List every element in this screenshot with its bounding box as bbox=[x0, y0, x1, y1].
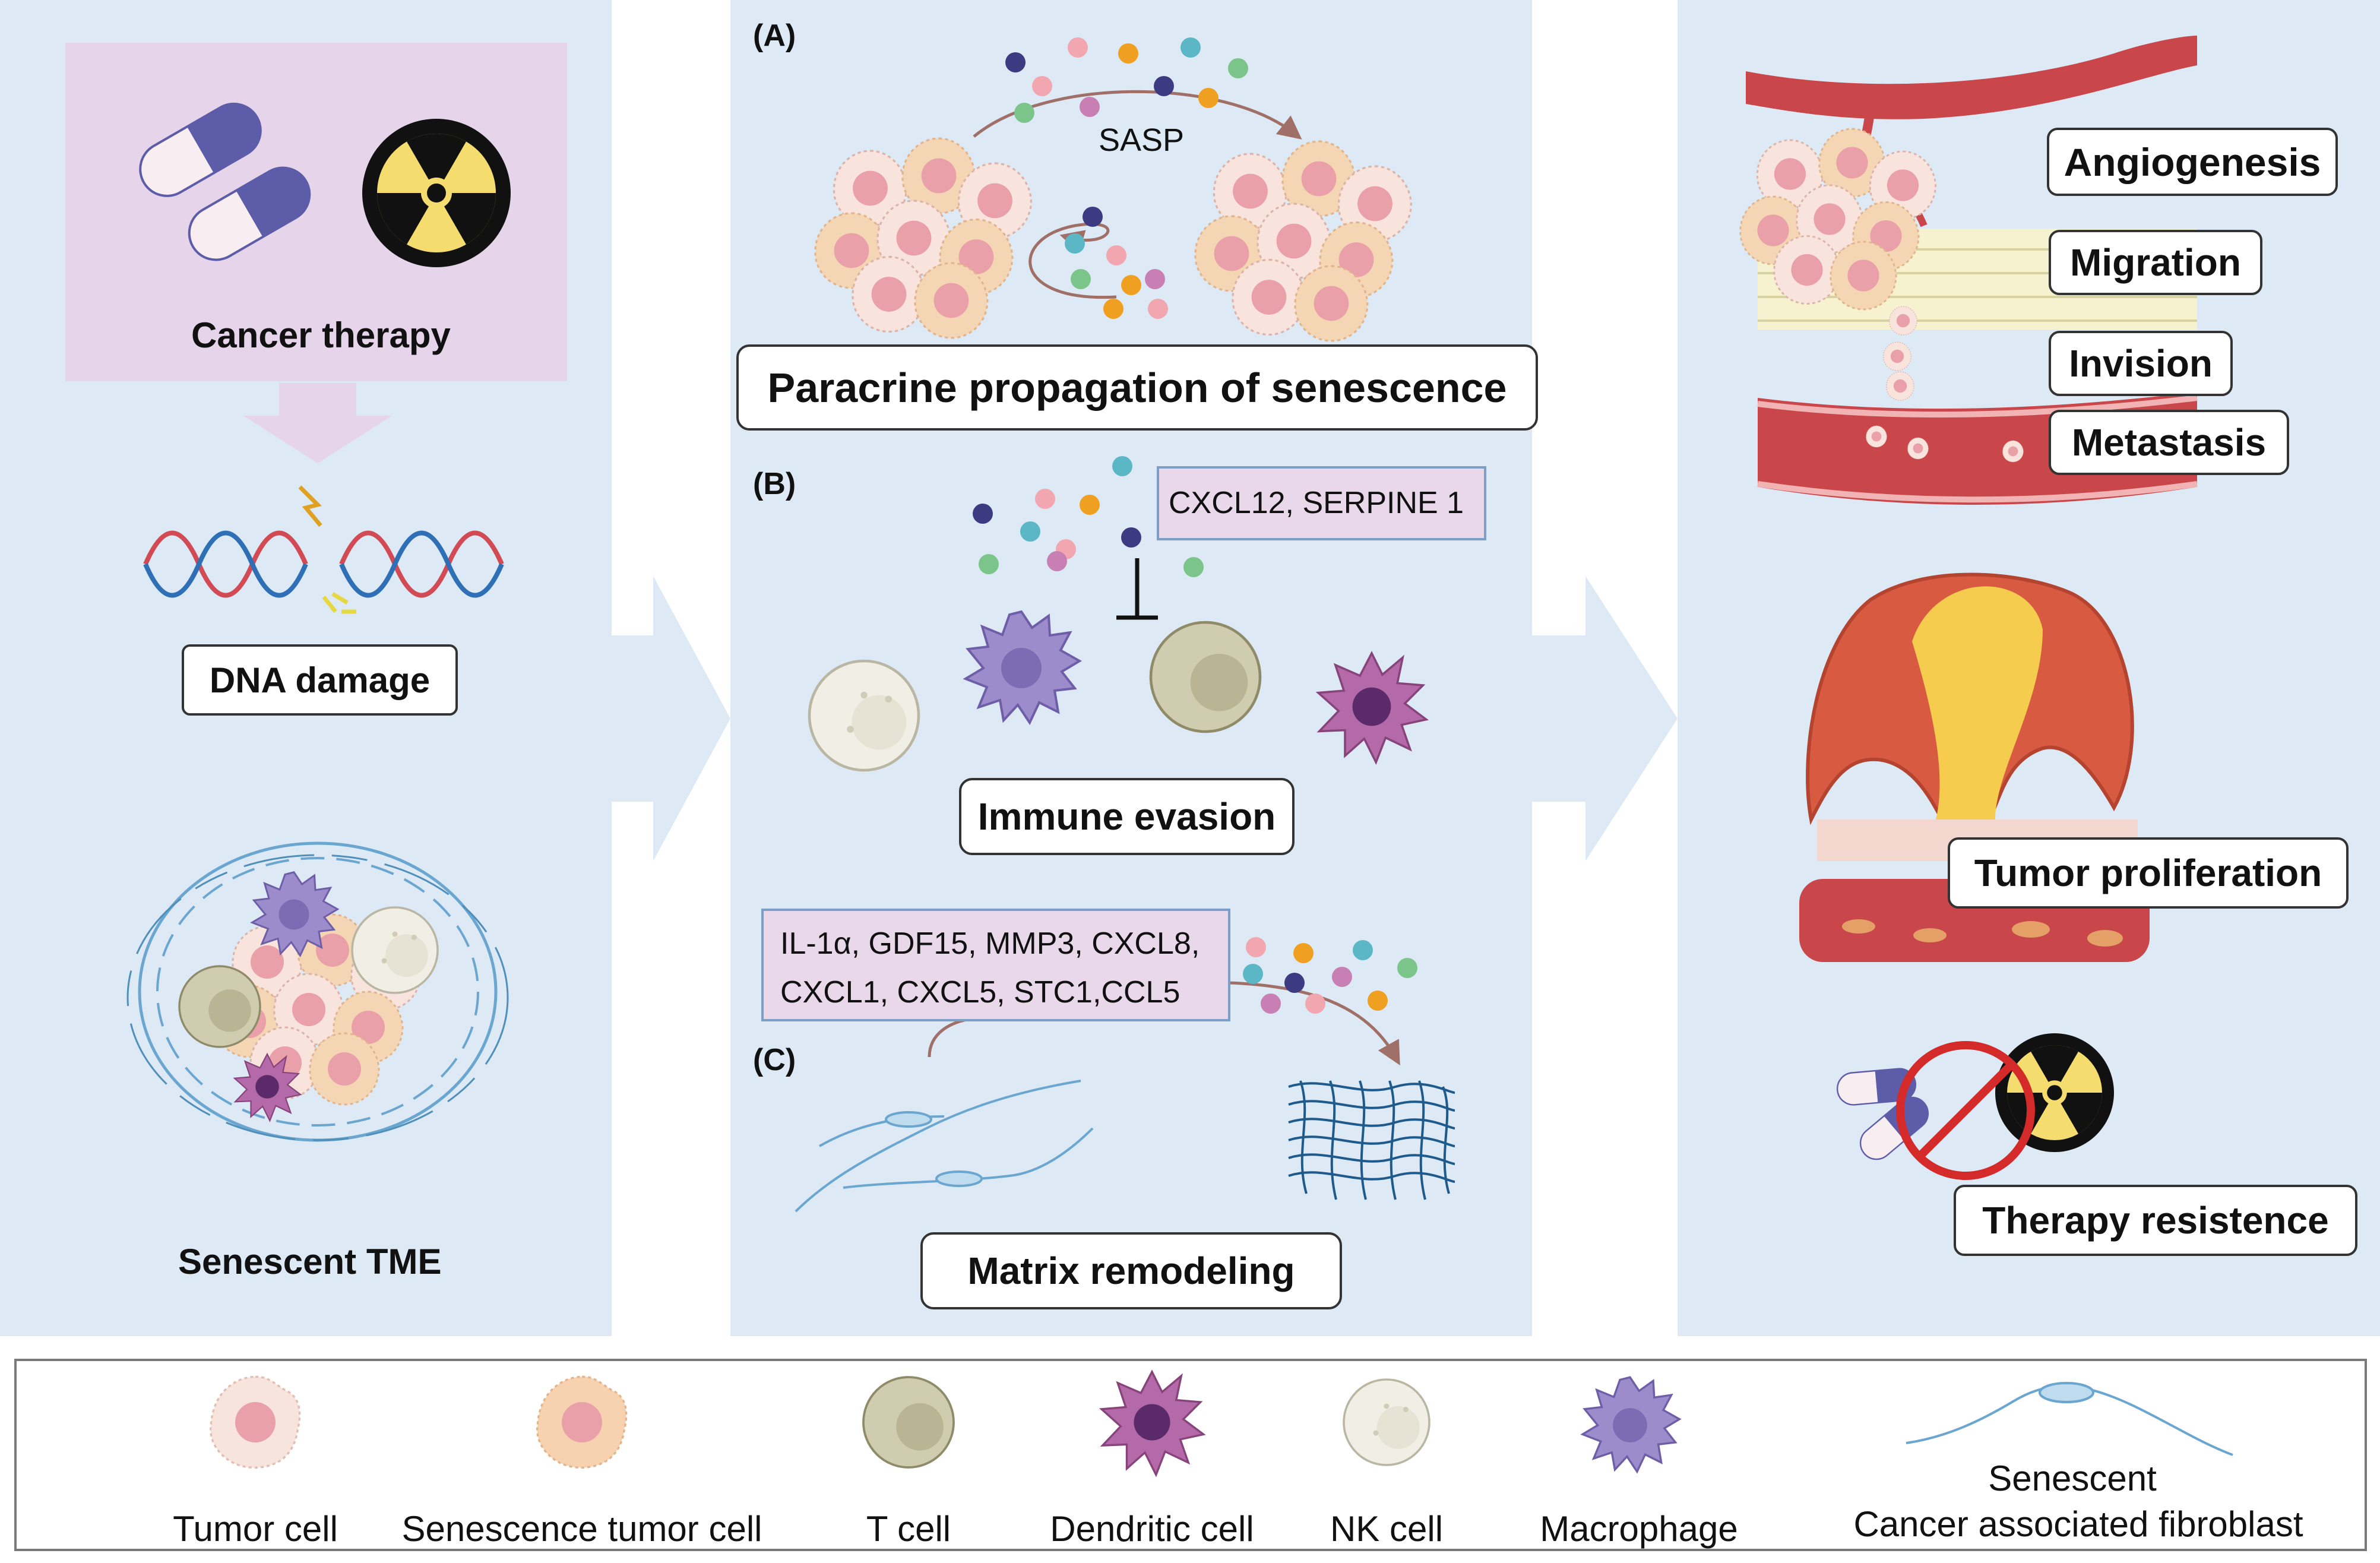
senescent-tme-label: Senescent TME bbox=[178, 1242, 442, 1282]
legend-dendritic-cell: Dendritic cell bbox=[1050, 1509, 1254, 1549]
paracrine-box: Paracrine propagation of senescence bbox=[736, 344, 1538, 431]
legend-senescence-tumor-cell: Senescence tumor cell bbox=[401, 1509, 762, 1549]
senescent-tme-illustration bbox=[126, 841, 509, 1142]
legend-macrophage: Macrophage bbox=[1540, 1509, 1738, 1549]
legend-t-cell-icon bbox=[862, 1376, 955, 1469]
c-factors-line1: IL-1α, GDF15, MMP3, CXCL8, bbox=[780, 926, 1200, 961]
t-cell-b bbox=[1151, 622, 1260, 732]
sasp-label: SASP bbox=[1099, 122, 1185, 158]
c-factors-box: IL-1α, GDF15, MMP3, CXCL8, CXCL1, CXCL5,… bbox=[761, 909, 1230, 1021]
flow-arrow-2 bbox=[1532, 576, 1678, 861]
legend-fibroblast-icon bbox=[1906, 1382, 2233, 1456]
angiogenesis-box: Angiogenesis bbox=[2047, 128, 2338, 196]
tumor-proliferation-box: Tumor proliferation bbox=[1948, 837, 2349, 909]
invision-box: Invision bbox=[2049, 331, 2233, 396]
nk-cell-b bbox=[809, 661, 919, 770]
radiation-icon bbox=[362, 119, 511, 267]
legend-box bbox=[14, 1359, 2367, 1551]
b-factors-box: CXCL12, SERPINE 1 bbox=[1157, 466, 1486, 540]
legend-tumor-cell: Tumor cell bbox=[173, 1509, 338, 1549]
legend-nk-cell: NK cell bbox=[1330, 1509, 1444, 1549]
fibroblast-c bbox=[795, 1080, 1094, 1213]
metastasis-box: Metastasis bbox=[2049, 410, 2289, 475]
matrix-mesh bbox=[1288, 1080, 1455, 1200]
dna-icon bbox=[143, 530, 504, 598]
migration-box: Migration bbox=[2049, 230, 2262, 295]
panel-c-label: (C) bbox=[753, 1043, 796, 1077]
therapy-resistence-box: Therapy resistence bbox=[1954, 1185, 2357, 1256]
matrix-remodeling-box: Matrix remodeling bbox=[920, 1232, 1342, 1309]
damage-spark bbox=[298, 485, 322, 527]
dna-damage-box: DNA damage bbox=[182, 644, 458, 716]
immune-evasion-box: Immune evasion bbox=[959, 778, 1295, 855]
panel-b-label: (B) bbox=[753, 467, 796, 501]
legend-t-cell: T cell bbox=[866, 1509, 951, 1549]
legend-fibroblast-line1: Senescent bbox=[1988, 1458, 2157, 1498]
down-arrow bbox=[243, 383, 392, 463]
legend-nk-cell-icon bbox=[1343, 1378, 1430, 1466]
legend-fibroblast-line2: Cancer associated fibroblast bbox=[1853, 1504, 2303, 1544]
flow-arrow-1 bbox=[612, 576, 730, 861]
panel-a-label: (A) bbox=[753, 18, 796, 53]
therapy-resistence-illustration bbox=[1835, 1033, 2114, 1180]
c-factors-line2: CXCL1, CXCL5, STC1,CCL5 bbox=[780, 975, 1180, 1010]
cancer-therapy-label: Cancer therapy bbox=[191, 315, 451, 355]
